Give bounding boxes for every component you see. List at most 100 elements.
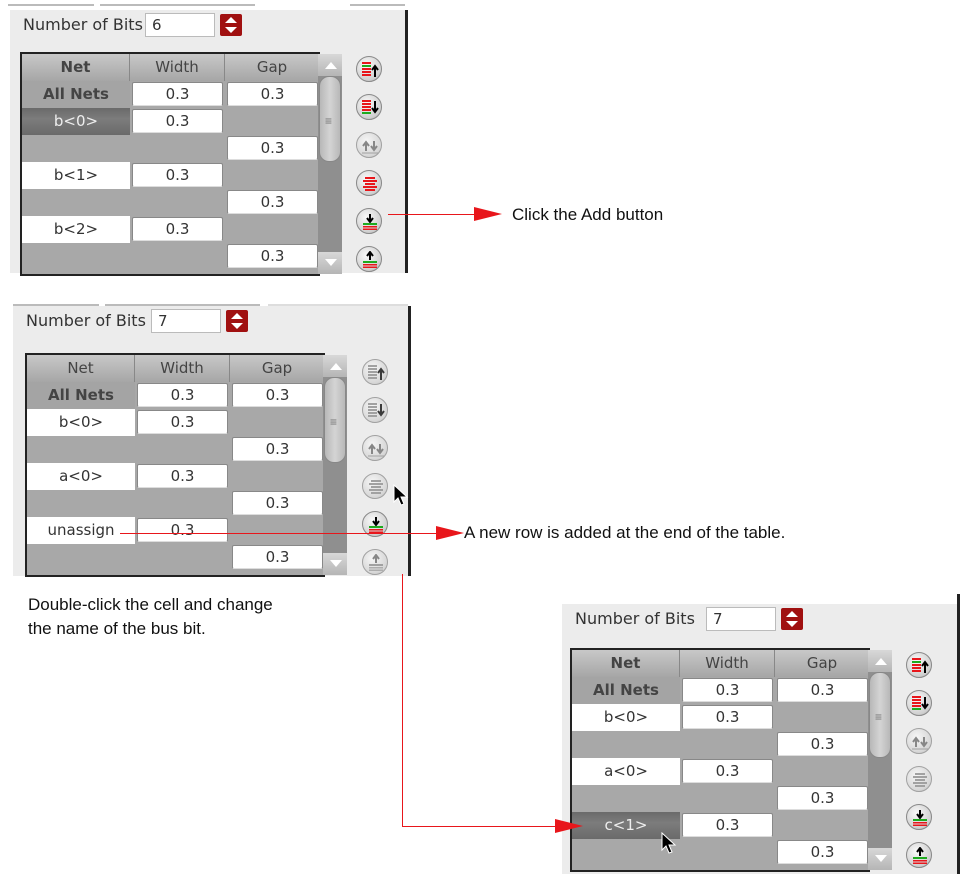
swap-button[interactable] bbox=[906, 728, 932, 754]
add-button[interactable] bbox=[906, 804, 932, 830]
insert-button[interactable] bbox=[906, 842, 932, 868]
gap-cell[interactable] bbox=[227, 108, 318, 135]
gap-cell[interactable]: 0.3 bbox=[232, 491, 323, 515]
gap-cell[interactable]: 0.3 bbox=[777, 678, 868, 702]
column-header-gap[interactable]: Gap bbox=[225, 54, 320, 81]
width-cell[interactable] bbox=[132, 189, 223, 216]
scroll-up-button[interactable] bbox=[323, 355, 347, 377]
number-of-bits-input[interactable]: 6 bbox=[145, 13, 215, 37]
column-header-gap[interactable]: Gap bbox=[775, 650, 870, 677]
swap-button[interactable] bbox=[356, 132, 382, 158]
gap-cell[interactable]: 0.3 bbox=[232, 545, 323, 569]
number-of-bits-spinner[interactable] bbox=[781, 608, 803, 630]
width-cell[interactable]: 0.3 bbox=[682, 705, 773, 729]
number-of-bits-spinner[interactable] bbox=[226, 310, 248, 332]
number-of-bits-input[interactable]: 7 bbox=[151, 309, 221, 333]
gap-cell[interactable] bbox=[227, 162, 318, 189]
move-up-button[interactable] bbox=[906, 652, 932, 678]
table-scrollbar[interactable] bbox=[323, 355, 347, 575]
move-up-button[interactable] bbox=[362, 359, 388, 385]
gap-cell[interactable]: 0.3 bbox=[227, 190, 318, 214]
net-cell[interactable] bbox=[572, 731, 680, 758]
net-cell[interactable]: All Nets bbox=[27, 382, 135, 409]
scroll-up-button[interactable] bbox=[868, 650, 892, 672]
net-cell[interactable]: b<0> bbox=[22, 108, 130, 135]
net-cell[interactable] bbox=[22, 189, 130, 216]
center-button[interactable] bbox=[906, 766, 932, 792]
column-header-net[interactable]: Net bbox=[22, 54, 130, 81]
scroll-thumb[interactable] bbox=[869, 672, 891, 758]
gap-cell[interactable]: 0.3 bbox=[777, 786, 868, 810]
width-cell[interactable] bbox=[137, 544, 228, 571]
table-scrollbar[interactable] bbox=[868, 650, 892, 870]
net-cell[interactable]: All Nets bbox=[22, 81, 130, 108]
scroll-down-button[interactable] bbox=[323, 553, 347, 575]
width-cell[interactable]: 0.3 bbox=[132, 109, 223, 133]
move-up-button[interactable] bbox=[356, 56, 382, 82]
width-cell[interactable] bbox=[137, 436, 228, 463]
number-of-bits-input[interactable]: 7 bbox=[706, 607, 776, 631]
center-button[interactable] bbox=[362, 473, 388, 499]
net-cell[interactable]: b<2> bbox=[22, 216, 130, 243]
net-cell[interactable]: a<0> bbox=[27, 463, 135, 490]
gap-cell[interactable] bbox=[777, 812, 868, 839]
net-cell[interactable]: b<0> bbox=[572, 704, 680, 731]
add-button[interactable] bbox=[362, 511, 388, 537]
number-of-bits-spinner[interactable] bbox=[220, 14, 242, 36]
width-cell[interactable] bbox=[137, 490, 228, 517]
width-cell[interactable]: 0.3 bbox=[132, 82, 223, 106]
gap-cell[interactable]: 0.3 bbox=[777, 732, 868, 756]
add-button[interactable] bbox=[356, 208, 382, 234]
gap-cell[interactable] bbox=[777, 704, 868, 731]
width-cell[interactable] bbox=[132, 135, 223, 162]
column-header-gap[interactable]: Gap bbox=[230, 355, 325, 382]
gap-cell[interactable]: 0.3 bbox=[232, 383, 323, 407]
width-cell[interactable] bbox=[682, 785, 773, 812]
net-cell[interactable] bbox=[27, 436, 135, 463]
net-cell[interactable]: b<0> bbox=[27, 409, 135, 436]
net-cell[interactable] bbox=[22, 135, 130, 162]
gap-cell[interactable]: 0.3 bbox=[232, 437, 323, 461]
gap-cell[interactable]: 0.3 bbox=[227, 136, 318, 160]
gap-cell[interactable] bbox=[227, 216, 318, 243]
scroll-up-button[interactable] bbox=[318, 54, 342, 76]
width-cell[interactable]: 0.3 bbox=[137, 410, 228, 434]
scroll-thumb[interactable] bbox=[319, 76, 341, 162]
width-cell[interactable]: 0.3 bbox=[137, 383, 228, 407]
gap-cell[interactable]: 0.3 bbox=[777, 840, 868, 864]
width-cell[interactable]: 0.3 bbox=[137, 518, 228, 542]
gap-cell[interactable] bbox=[232, 409, 323, 436]
net-cell[interactable] bbox=[22, 243, 130, 270]
column-header-net[interactable]: Net bbox=[27, 355, 135, 382]
gap-cell[interactable]: 0.3 bbox=[227, 82, 318, 106]
width-cell[interactable] bbox=[132, 243, 223, 270]
scroll-down-button[interactable] bbox=[318, 252, 342, 274]
gap-cell[interactable] bbox=[232, 463, 323, 490]
scroll-thumb[interactable] bbox=[324, 377, 346, 463]
gap-cell[interactable] bbox=[777, 758, 868, 785]
width-cell[interactable] bbox=[682, 731, 773, 758]
net-cell[interactable]: All Nets bbox=[572, 677, 680, 704]
width-cell[interactable]: 0.3 bbox=[682, 813, 773, 837]
gap-cell[interactable]: 0.3 bbox=[227, 244, 318, 268]
column-header-width[interactable]: Width bbox=[135, 355, 230, 382]
insert-button[interactable] bbox=[362, 549, 388, 575]
net-cell[interactable]: unassign bbox=[27, 517, 135, 544]
net-cell[interactable] bbox=[572, 785, 680, 812]
net-cell[interactable] bbox=[27, 490, 135, 517]
move-down-button[interactable] bbox=[906, 690, 932, 716]
center-button[interactable] bbox=[356, 170, 382, 196]
column-header-net[interactable]: Net bbox=[572, 650, 680, 677]
net-cell[interactable] bbox=[27, 544, 135, 571]
column-header-width[interactable]: Width bbox=[680, 650, 775, 677]
width-cell[interactable]: 0.3 bbox=[132, 163, 223, 187]
scroll-down-button[interactable] bbox=[868, 848, 892, 870]
table-scrollbar[interactable] bbox=[318, 54, 342, 274]
swap-button[interactable] bbox=[362, 435, 388, 461]
move-down-button[interactable] bbox=[362, 397, 388, 423]
width-cell[interactable] bbox=[682, 839, 773, 866]
width-cell[interactable]: 0.3 bbox=[132, 217, 223, 241]
net-cell[interactable]: a<0> bbox=[572, 758, 680, 785]
gap-cell[interactable] bbox=[232, 517, 323, 544]
column-header-width[interactable]: Width bbox=[130, 54, 225, 81]
